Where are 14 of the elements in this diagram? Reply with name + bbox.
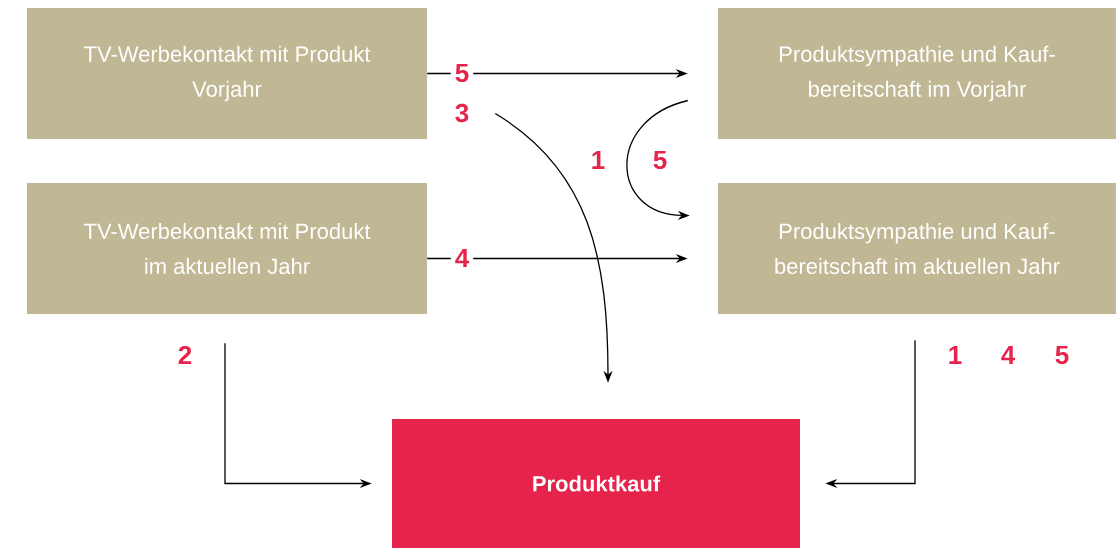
reference-number: 5 — [653, 150, 667, 170]
edge-label: 5 — [450, 59, 474, 87]
reference-number: 4 — [1001, 346, 1016, 364]
edge-label: 1 — [586, 147, 610, 173]
result-box: Produktkauf — [392, 419, 800, 548]
process-box: TV-Werbekontakt mit Produkt im aktuellen Jahr — [27, 183, 427, 314]
reference-number: 5 — [1055, 345, 1069, 365]
edge-label: 3 — [450, 99, 474, 127]
process-box: Produktsympathie und Kauf- bereitschaft im aktuellen Jahr — [718, 183, 1116, 314]
edge-label: 4 — [450, 245, 474, 271]
edge-label: 2 — [173, 341, 197, 369]
process-box: TV-Werbekontakt mit Produkt Vorjahr — [27, 8, 427, 139]
process-box: Produktsympathie und Kauf- bereitschaft im Vorjahr — [718, 8, 1116, 139]
edge-label: 1 — [943, 342, 967, 368]
